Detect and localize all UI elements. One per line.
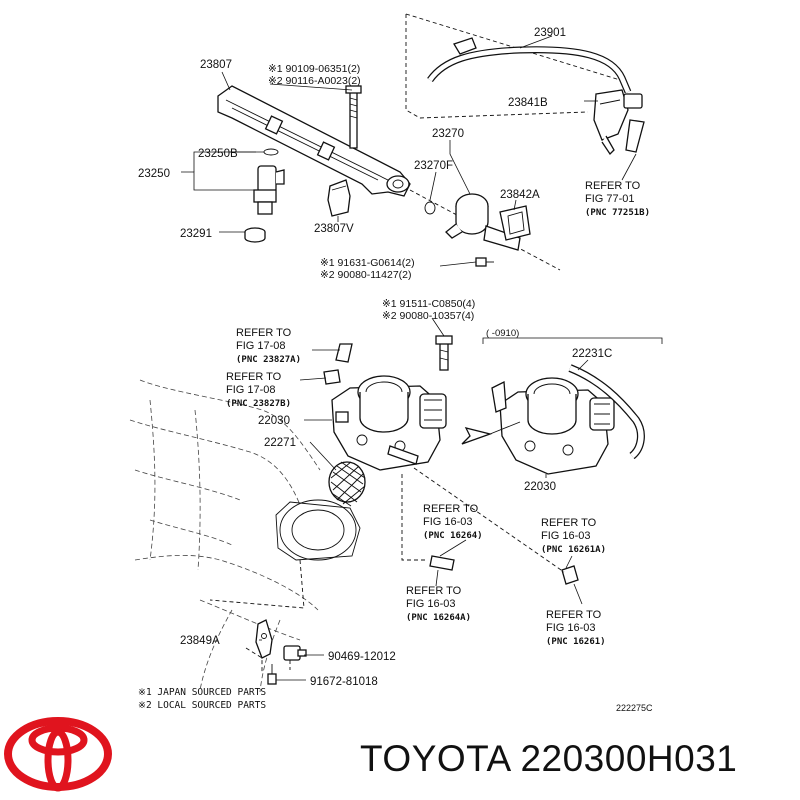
date-range-note: ( -0910) bbox=[486, 328, 519, 339]
vacuum-switching-valve bbox=[593, 89, 645, 156]
legend-local-sourced: ※2 LOCAL SOURCED PARTS bbox=[138, 700, 266, 711]
callout-23250: 23250 bbox=[138, 168, 170, 180]
refer-16264a-pnc: (PNC 16264A) bbox=[406, 613, 471, 623]
throttle-guide-lines bbox=[209, 337, 663, 609]
bolt-note-top-1: ※1 90109-06351(2) bbox=[268, 63, 360, 75]
bolt-note-tb-2: ※2 90080-10357(4) bbox=[382, 310, 474, 322]
callout-22231c: 22231C bbox=[572, 348, 612, 360]
rail-bolt bbox=[345, 85, 362, 149]
small-hoses bbox=[323, 343, 579, 585]
figure-code: 222275C bbox=[616, 703, 653, 713]
sensor-bracket bbox=[255, 619, 273, 659]
refer-17a-line2: FIG 17-08 bbox=[236, 340, 286, 352]
bolt-note-top-2: ※2 90116-A0023(2) bbox=[268, 75, 361, 87]
bracket-bolt bbox=[267, 664, 277, 685]
callout-91672: 91672-81018 bbox=[310, 676, 378, 688]
refer-16264-line2: FIG 16-03 bbox=[423, 516, 473, 528]
regulator-cushion bbox=[499, 205, 531, 241]
throttle-body-bolt bbox=[435, 335, 453, 371]
callout-22030-right: 22030 bbox=[524, 481, 556, 493]
callout-23901: 23901 bbox=[534, 27, 566, 39]
refer-17a-pnc: (PNC 23827A) bbox=[236, 355, 301, 365]
callout-22030-left: 22030 bbox=[258, 415, 290, 427]
regulator-bolt bbox=[475, 257, 494, 267]
callout-23807v: 23807V bbox=[314, 223, 354, 235]
callout-23270: 23270 bbox=[432, 128, 464, 140]
fuel-delivery-pipe bbox=[217, 85, 411, 197]
refer-16264a-line1: REFER TO bbox=[406, 585, 462, 597]
toyota-logo-icon bbox=[4, 717, 112, 792]
refer-17b-line2: FIG 17-08 bbox=[226, 384, 276, 396]
bracket-guide-lines bbox=[245, 647, 291, 672]
callout-23291: 23291 bbox=[180, 228, 212, 240]
brand-part-number-caption: TOYOTA 220300H031 bbox=[360, 738, 738, 779]
callout-23849a: 23849A bbox=[180, 635, 220, 647]
refer-77-pnc: (PNC 77251B) bbox=[585, 208, 650, 218]
injector-insulator bbox=[244, 227, 266, 243]
callout-23270f: 23270F bbox=[414, 160, 453, 172]
refer-17a-line1: REFER TO bbox=[236, 327, 292, 339]
refer-16261-line2: FIG 16-03 bbox=[546, 622, 596, 634]
callout-23842a: 23842A bbox=[500, 189, 540, 201]
vacuum-sensor bbox=[283, 645, 307, 661]
refer-16261a-line2: FIG 16-03 bbox=[541, 530, 591, 542]
throttle-body-left bbox=[331, 375, 447, 471]
callout-22271: 22271 bbox=[264, 437, 296, 449]
assembly-arrow bbox=[461, 421, 521, 445]
bolt-note-tb-1: ※1 91511-C0850(4) bbox=[382, 298, 475, 310]
refer-17b-line1: REFER TO bbox=[226, 371, 282, 383]
water-bypass-hose bbox=[568, 364, 645, 460]
refer-16261-pnc: (PNC 16261) bbox=[546, 637, 606, 647]
refer-16261a-pnc: (PNC 16261A) bbox=[541, 545, 606, 555]
bolt-note-mid-2: ※2 90080-11427(2) bbox=[320, 269, 412, 281]
refer-16264-pnc: (PNC 16264) bbox=[423, 531, 483, 541]
refer-17b-pnc: (PNC 23827B) bbox=[226, 399, 291, 409]
legend-japan-sourced: ※1 JAPAN SOURCED PARTS bbox=[138, 687, 266, 698]
leader-lines bbox=[181, 35, 637, 681]
callout-90469: 90469-12012 bbox=[328, 651, 396, 663]
refer-16264-line1: REFER TO bbox=[423, 503, 479, 515]
bolt-note-mid-1: ※1 91631-G0614(2) bbox=[320, 257, 415, 269]
refer-16261a-line1: REFER TO bbox=[541, 517, 597, 529]
refer-77-line2: FIG 77-01 bbox=[585, 193, 635, 205]
refer-77-line1: REFER TO bbox=[585, 180, 641, 192]
throttle-body-gasket bbox=[328, 461, 366, 507]
callout-23807: 23807 bbox=[200, 59, 232, 71]
pressure-regulator bbox=[424, 193, 521, 251]
vacuum-hose bbox=[427, 37, 632, 94]
throttle-body-right bbox=[491, 377, 615, 475]
callout-23250b: 23250B bbox=[198, 148, 238, 160]
callout-23841b: 23841B bbox=[508, 97, 548, 109]
refer-16264a-line2: FIG 16-03 bbox=[406, 598, 456, 610]
refer-16261-line1: REFER TO bbox=[546, 609, 602, 621]
fuel-injector bbox=[253, 165, 285, 215]
injector-o-ring-small bbox=[263, 148, 279, 156]
injector-spacer bbox=[327, 179, 351, 217]
intake-manifold-ghost bbox=[129, 379, 361, 693]
